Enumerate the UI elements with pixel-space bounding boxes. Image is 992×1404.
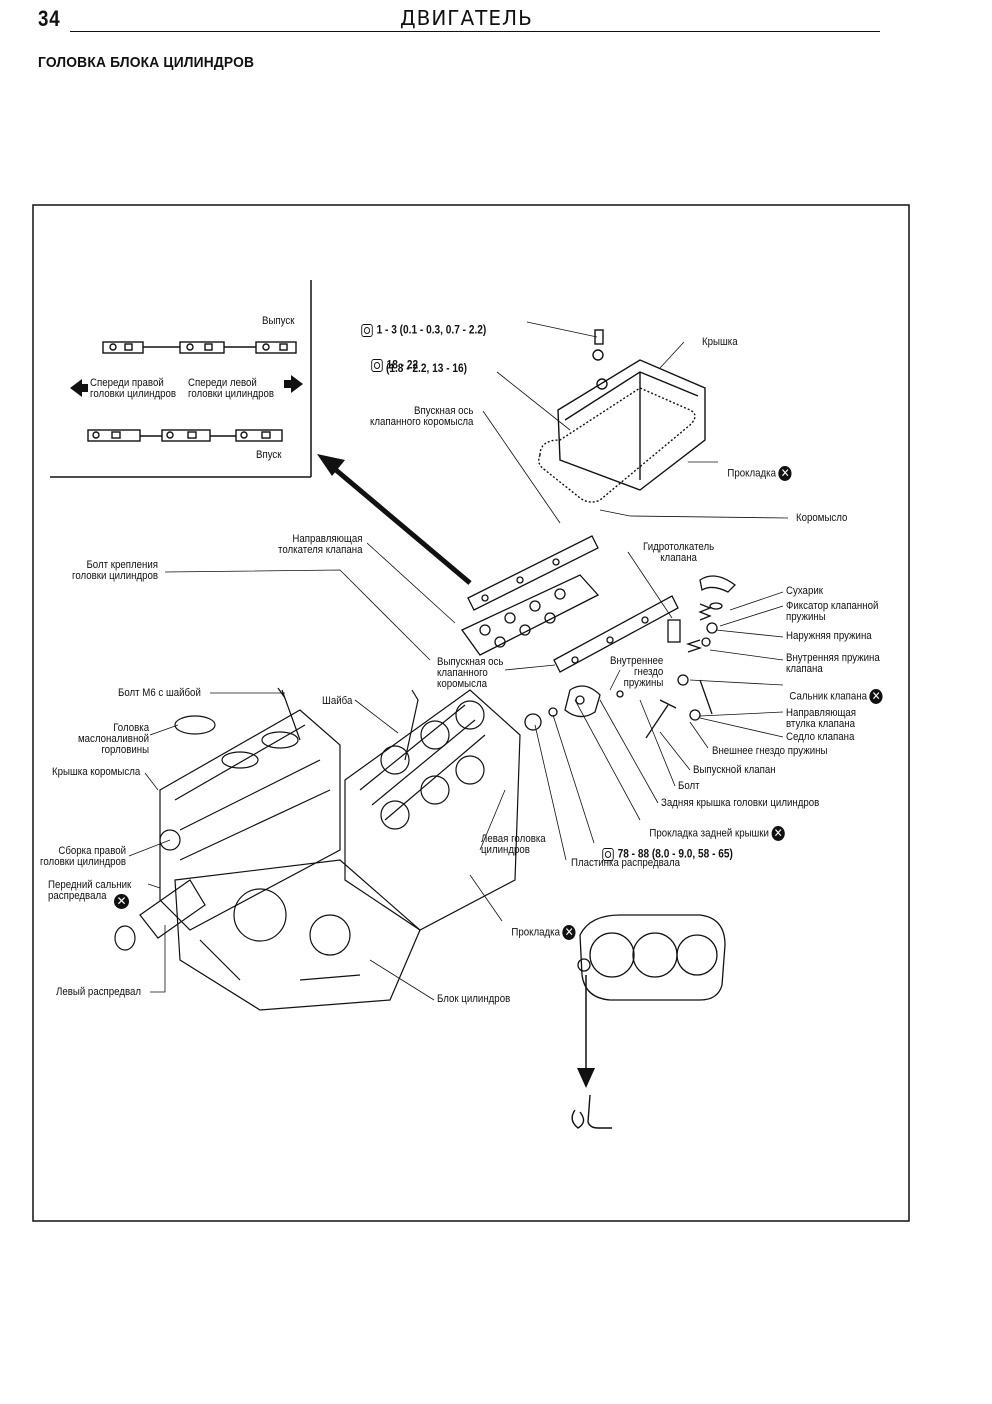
running-head: ДВИГАТЕЛЬ xyxy=(400,6,533,30)
label-bolt: Болт xyxy=(678,780,700,792)
gasket-detail-drawing xyxy=(571,1094,612,1129)
crossed-circle-icon: ✕ xyxy=(562,925,576,940)
label-exhaust-rocker-shaft: Выпускная ось клапанного коромысла xyxy=(437,656,504,690)
header-rule xyxy=(70,31,880,32)
label-rocker-cover: Крышка коромысла xyxy=(52,766,141,778)
torque-label-shaft-bolt-2: (1.8 - 2.2, 13 - 16) xyxy=(386,363,468,375)
crossed-circle-icon: ✕ xyxy=(869,689,883,704)
torque-label-cover-bolt: 1 - 3 (0.1 - 0.3, 0.7 - 2.2) xyxy=(356,313,486,337)
label-hydraulic-lifter: Гидротолкатель клапана xyxy=(643,541,715,564)
inset-exhaust-strip xyxy=(102,341,297,354)
label-rocker: Коромысло xyxy=(796,512,848,524)
valve-train-parts xyxy=(524,575,736,739)
inset-exhaust-label: Выпуск xyxy=(262,315,295,327)
label-intake-rocker-shaft: Впускная ось клапанного коромысла xyxy=(370,405,474,428)
label-bolt-m6: Болт М6 с шайбой xyxy=(118,687,201,699)
label-block: Блок цилиндров xyxy=(437,993,511,1005)
torque-label-head-bolt: 78 - 88 (8.0 - 9.0, 58 - 65) xyxy=(597,837,733,861)
section-title: ГОЛОВКА БЛОКА ЦИЛИНДРОВ xyxy=(38,54,255,71)
label-head-bolt: Болт крепления головки цилиндров xyxy=(72,559,159,582)
leader-lines xyxy=(128,321,789,1001)
engine-block-drawing xyxy=(114,687,521,1011)
crossed-circle-icon: ✕ xyxy=(114,894,129,909)
figure-frame xyxy=(32,204,910,1222)
label-front-cam-seal: Передний сальник распредвала xyxy=(48,879,132,902)
label-left-camshaft: Левый распредвал xyxy=(56,986,142,998)
label-valve-seat: Седло клапана xyxy=(786,731,855,743)
label-cover: Крышка xyxy=(702,336,738,348)
inset-front-right-head-label: Спереди правой головки цилиндров xyxy=(90,377,177,400)
head-gasket-drawing xyxy=(577,914,726,1001)
rocker-cover-drawing xyxy=(538,329,706,503)
label-inner-spring: Внутренняя пружина клапана xyxy=(786,652,880,675)
inset-pointer-arrow xyxy=(328,463,472,585)
inset-front-left-head-label: Спереди левой головки цилиндров xyxy=(188,377,275,400)
label-outer-spring-seat: Внешнее гнездо пружины xyxy=(712,745,828,757)
label-rear-cover: Задняя крышка головки цилиндров xyxy=(661,797,820,809)
crossed-circle-icon: ✕ xyxy=(771,826,785,841)
inset-intake-label: Впуск xyxy=(256,449,282,461)
label-gasket-top: Прокладка✕ xyxy=(722,455,792,481)
label-inner-spring-seat: Внутреннее гнездо пружины xyxy=(610,655,664,689)
label-valve-seal: Сальник клапана✕ xyxy=(784,678,883,704)
label-outer-spring: Наружняя пружина xyxy=(786,630,872,642)
label-lifter-guide: Направляющая толкателя клапана xyxy=(278,533,363,556)
wrench-icon xyxy=(361,324,374,337)
arrow-right-icon xyxy=(291,375,303,393)
label-cam-plate: Пластинка распредвала xyxy=(571,857,681,869)
page-number: 34 xyxy=(38,6,61,31)
label-keeper: Сухарик xyxy=(786,585,823,597)
label-valve-guide: Направляющая втулка клапана xyxy=(786,707,857,730)
wrench-icon xyxy=(602,848,615,861)
label-exhaust-valve: Выпускной клапан xyxy=(693,764,776,776)
rocker-shafts xyxy=(467,535,679,673)
label-oil-filler-cap: Головка маслоналивной горловины xyxy=(78,722,150,756)
arrow-left-icon xyxy=(70,379,82,397)
lifter-guide-drawing xyxy=(461,574,600,656)
label-right-head-assy: Сборка правой головки цилиндров xyxy=(40,845,127,868)
torque-label-shaft-bolt: 18 - 22 xyxy=(366,348,418,372)
label-spring-retainer: Фиксатор клапанной пружины xyxy=(786,600,879,623)
crossed-circle-icon: ✕ xyxy=(778,466,792,481)
inset-intake-strip xyxy=(87,429,283,442)
label-gasket-head: Прокладка✕ xyxy=(506,914,576,940)
label-washer: Шайба xyxy=(322,695,353,707)
label-rear-cover-gasket: Прокладка задней крышки✕ xyxy=(644,815,785,841)
wrench-icon xyxy=(371,359,384,372)
label-left-head: Левая головка цилиндров xyxy=(481,833,546,856)
